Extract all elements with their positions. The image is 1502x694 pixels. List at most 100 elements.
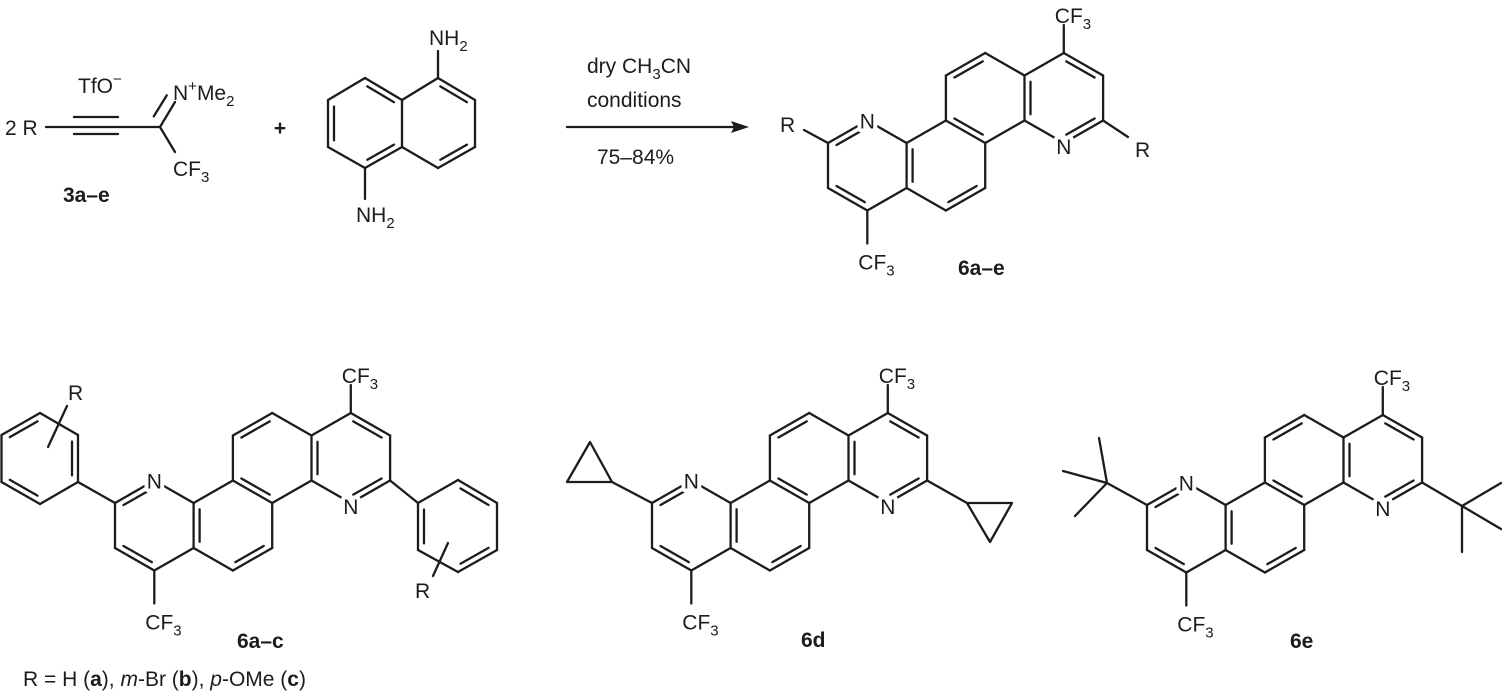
bond xyxy=(729,546,772,572)
label-part: R xyxy=(68,382,83,405)
bond xyxy=(113,479,156,505)
legend-part: ), xyxy=(192,668,211,691)
bond xyxy=(456,548,499,574)
6d-cf3-group: CF3 xyxy=(879,365,915,393)
double-bond-inner xyxy=(240,477,271,496)
cf3-group: CF3 xyxy=(173,158,209,186)
legend-part: -Br ( xyxy=(138,668,179,691)
bond xyxy=(690,546,732,572)
bond xyxy=(944,119,987,145)
amine-group-top: NH2 xyxy=(429,27,468,55)
double-bond-inner xyxy=(777,420,808,439)
bond xyxy=(192,546,235,572)
double-bond-inner xyxy=(152,94,168,118)
label-part: 3 xyxy=(886,263,894,280)
double-bond-inner xyxy=(1154,546,1185,566)
double-bond-inner xyxy=(352,477,383,496)
bond xyxy=(231,411,274,437)
compound-label-6a-e: 6a–e xyxy=(958,257,1005,280)
double-bond-inner xyxy=(889,477,920,496)
product-cf3-group: CF3 xyxy=(858,252,894,280)
cyclopropyl-ring xyxy=(565,440,614,484)
bond xyxy=(400,76,440,102)
label-part: 3 xyxy=(173,623,181,640)
6e-cf3-group: CF3 xyxy=(1374,367,1410,395)
label-part: N xyxy=(1179,473,1194,496)
label-part: 3a–e xyxy=(63,184,110,207)
6e-nitrogen-atom: N xyxy=(1375,498,1390,521)
bond xyxy=(76,480,117,505)
double-bond-inner xyxy=(947,184,978,204)
double-bond-inner xyxy=(1154,489,1185,509)
6abc-cf3-group: CF3 xyxy=(145,612,181,640)
bond xyxy=(1224,548,1267,574)
legend-part: a xyxy=(90,668,102,691)
6d-nitrogen-atom: N xyxy=(684,471,699,494)
bond xyxy=(1381,481,1424,507)
iminium-group: N+Me2 xyxy=(173,78,234,110)
label-part: CF xyxy=(1177,614,1205,637)
double-bond-inner xyxy=(659,544,690,564)
double-bond-inner xyxy=(835,127,866,147)
bond xyxy=(231,546,274,572)
bond xyxy=(944,51,987,77)
label-part: 3 xyxy=(907,376,915,393)
label-part: R xyxy=(415,580,430,603)
r-substituent: R xyxy=(780,114,795,137)
label-part: N xyxy=(1056,136,1071,159)
bond xyxy=(886,479,929,505)
label-part: CF xyxy=(1055,5,1083,28)
6d-nitrogen-atom: N xyxy=(880,496,895,519)
bond xyxy=(650,546,693,572)
arrowhead-icon xyxy=(731,121,749,133)
label-part: 2 xyxy=(386,215,394,232)
yield-text: 75–84% xyxy=(597,146,674,169)
bond xyxy=(768,411,811,437)
bond xyxy=(690,479,732,505)
bond xyxy=(847,411,889,437)
conditions-text: conditions xyxy=(587,89,682,112)
solvent-text: dry CH3CN xyxy=(587,55,691,83)
bond xyxy=(984,119,1026,145)
bond xyxy=(326,76,367,102)
double-bond-inner xyxy=(8,478,39,497)
6e-cf3-group: CF3 xyxy=(1177,614,1213,642)
double-bond-inner xyxy=(240,420,271,439)
double-bond-inner xyxy=(771,544,802,564)
label-part: 3 xyxy=(652,66,660,83)
bond xyxy=(905,186,948,212)
label-part: conditions xyxy=(587,89,682,112)
label-part: 2 xyxy=(226,93,234,110)
label-part: N xyxy=(880,496,895,519)
double-bond-inner xyxy=(459,487,490,507)
label-part: CN xyxy=(661,55,691,78)
label-part: NH xyxy=(429,27,459,50)
6e-nitrogen-atom: N xyxy=(1179,473,1194,496)
double-bond-inner xyxy=(8,420,39,439)
6abc-cf3-group: CF3 xyxy=(342,365,378,393)
cyclopropyl-ring xyxy=(965,501,1014,544)
label-part: N xyxy=(1375,498,1390,521)
bond xyxy=(326,145,367,170)
label-part: TfO xyxy=(78,75,113,98)
bond xyxy=(1263,481,1306,507)
bond xyxy=(1263,548,1306,574)
label-part: 3 xyxy=(201,169,209,186)
double-bond-inner xyxy=(1272,479,1303,498)
bond xyxy=(1342,481,1384,507)
bond xyxy=(1420,481,1464,508)
bond xyxy=(400,145,440,170)
substituent-legend: R = H (a), m-Br (b), p-OMe (c) xyxy=(23,668,306,691)
legend-part: p xyxy=(209,668,222,691)
bond xyxy=(416,548,460,574)
bond xyxy=(944,186,987,212)
bond xyxy=(153,546,195,572)
label-part: 6a–e xyxy=(958,257,1005,280)
bond xyxy=(826,119,869,145)
